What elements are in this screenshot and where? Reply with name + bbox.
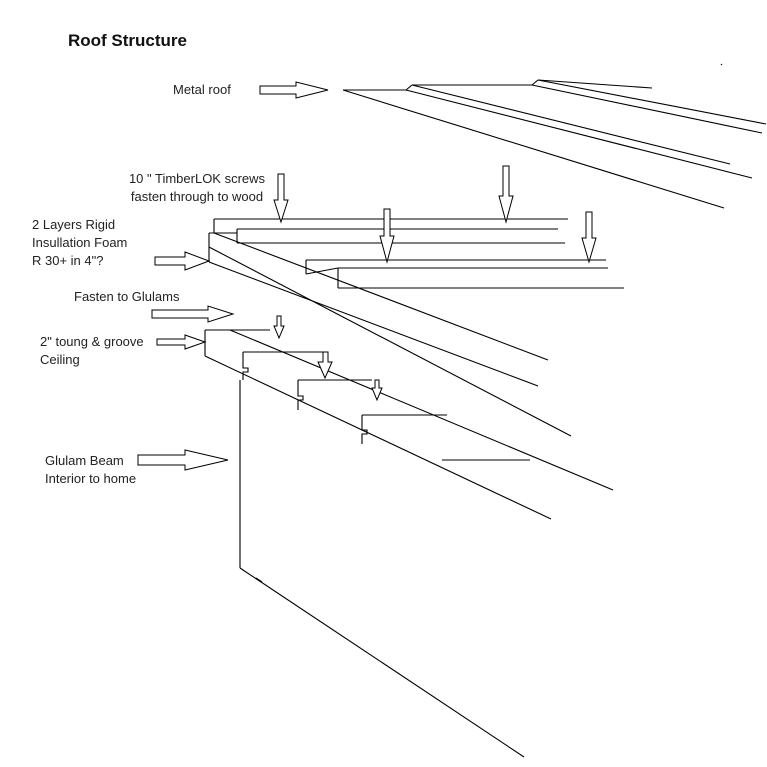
roof-crimp bbox=[405, 84, 413, 91]
label-timberlok-screws: 10 " TimberLOK screws fasten through to … bbox=[122, 170, 272, 206]
foam-slope-line bbox=[208, 261, 539, 387]
label-ceiling-line2: Ceiling bbox=[40, 352, 80, 367]
screw-arrows bbox=[273, 165, 597, 402]
label-screws-line1: 10 " TimberLOK screws bbox=[128, 171, 266, 186]
diagram-title: Roof Structure bbox=[68, 31, 187, 50]
tongue-groove-ceiling bbox=[204, 329, 614, 520]
screw-arrow bbox=[273, 173, 289, 224]
ceiling-arrow bbox=[156, 334, 207, 350]
screw-arrow bbox=[371, 379, 383, 402]
glulam-bottom-edge bbox=[239, 567, 525, 758]
label-foam-line1: 2 Layers Rigid bbox=[32, 217, 116, 232]
glulam-beam bbox=[239, 380, 525, 758]
fasten-glulams-arrow bbox=[151, 305, 235, 323]
tongue-notch bbox=[297, 380, 304, 410]
label-glulam-line1: Glulam Beam bbox=[45, 453, 124, 468]
screw-arrow bbox=[581, 211, 597, 264]
label-ceiling-line1: 2" toung & groove bbox=[40, 334, 144, 349]
screw-arrow bbox=[317, 351, 333, 380]
roof-edge-line bbox=[537, 79, 653, 89]
ceiling-slope-line bbox=[229, 329, 614, 491]
roof-slope-line bbox=[531, 84, 763, 134]
roof-crimp bbox=[531, 79, 539, 86]
roof-slope-line bbox=[411, 84, 731, 165]
roof-slope-line bbox=[405, 89, 753, 179]
label-tongue-groove-ceiling: 2" toung & groove Ceiling bbox=[40, 333, 144, 369]
screw-arrow bbox=[379, 208, 395, 264]
label-foam-line3: R 30+ in 4"? bbox=[32, 253, 104, 268]
tongue-notch bbox=[361, 415, 368, 444]
glulam-arrow bbox=[137, 449, 229, 471]
label-foam-line2: Insullation Foam bbox=[32, 235, 128, 250]
label-arrows bbox=[137, 81, 329, 471]
rigid-foam-layers bbox=[208, 218, 624, 437]
screw-arrow bbox=[273, 315, 285, 340]
metal-roof-arrow bbox=[259, 81, 329, 99]
foam-arrow bbox=[154, 251, 211, 271]
metal-roof-sheets bbox=[342, 63, 767, 209]
stray-dot bbox=[720, 63, 723, 66]
tongue-notch bbox=[242, 352, 249, 380]
foam-front-edge bbox=[305, 267, 339, 275]
label-metal-roof: Metal roof bbox=[173, 82, 231, 97]
label-glulam-beam: Glulam Beam Interior to home bbox=[45, 452, 136, 488]
foam-slope-line bbox=[213, 232, 549, 361]
roof-slope-line bbox=[537, 79, 767, 125]
label-screws-line2: fasten through to wood bbox=[130, 189, 264, 204]
glulam-tick bbox=[255, 577, 263, 583]
screw-arrow bbox=[498, 165, 514, 224]
foam-slope-line bbox=[208, 246, 572, 437]
label-rigid-foam: 2 Layers Rigid Insullation Foam R 30+ in… bbox=[32, 216, 127, 270]
ceiling-slope-line bbox=[204, 355, 552, 520]
roof-slope-line bbox=[342, 89, 725, 209]
label-glulam-line2: Interior to home bbox=[45, 471, 137, 486]
label-fasten-glulams: Fasten to Glulams bbox=[74, 289, 180, 304]
